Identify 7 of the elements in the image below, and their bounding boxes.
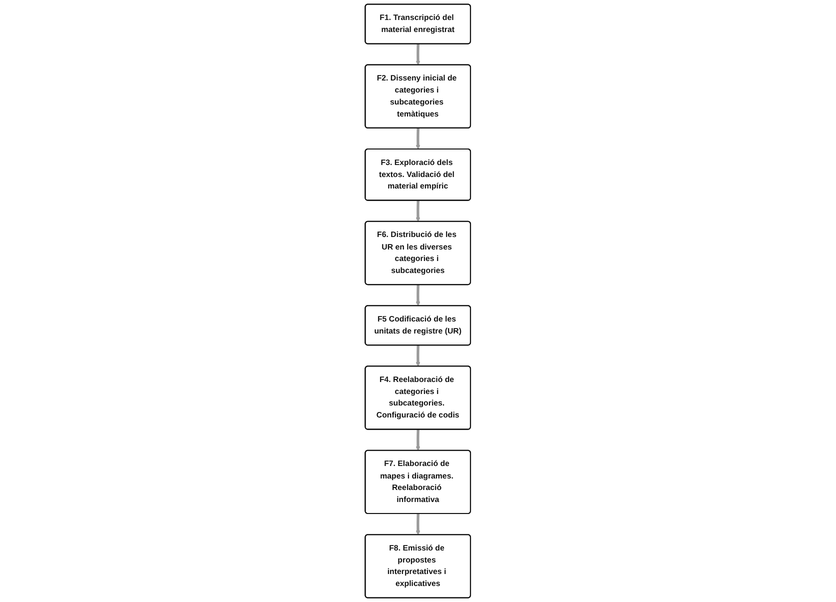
arrow: [416, 514, 420, 536]
arrow: [416, 44, 420, 66]
arrow: [416, 284, 420, 306]
arrow: [416, 128, 420, 150]
arrow: [416, 345, 420, 367]
arrow: [416, 200, 420, 222]
arrow: [416, 430, 420, 451]
